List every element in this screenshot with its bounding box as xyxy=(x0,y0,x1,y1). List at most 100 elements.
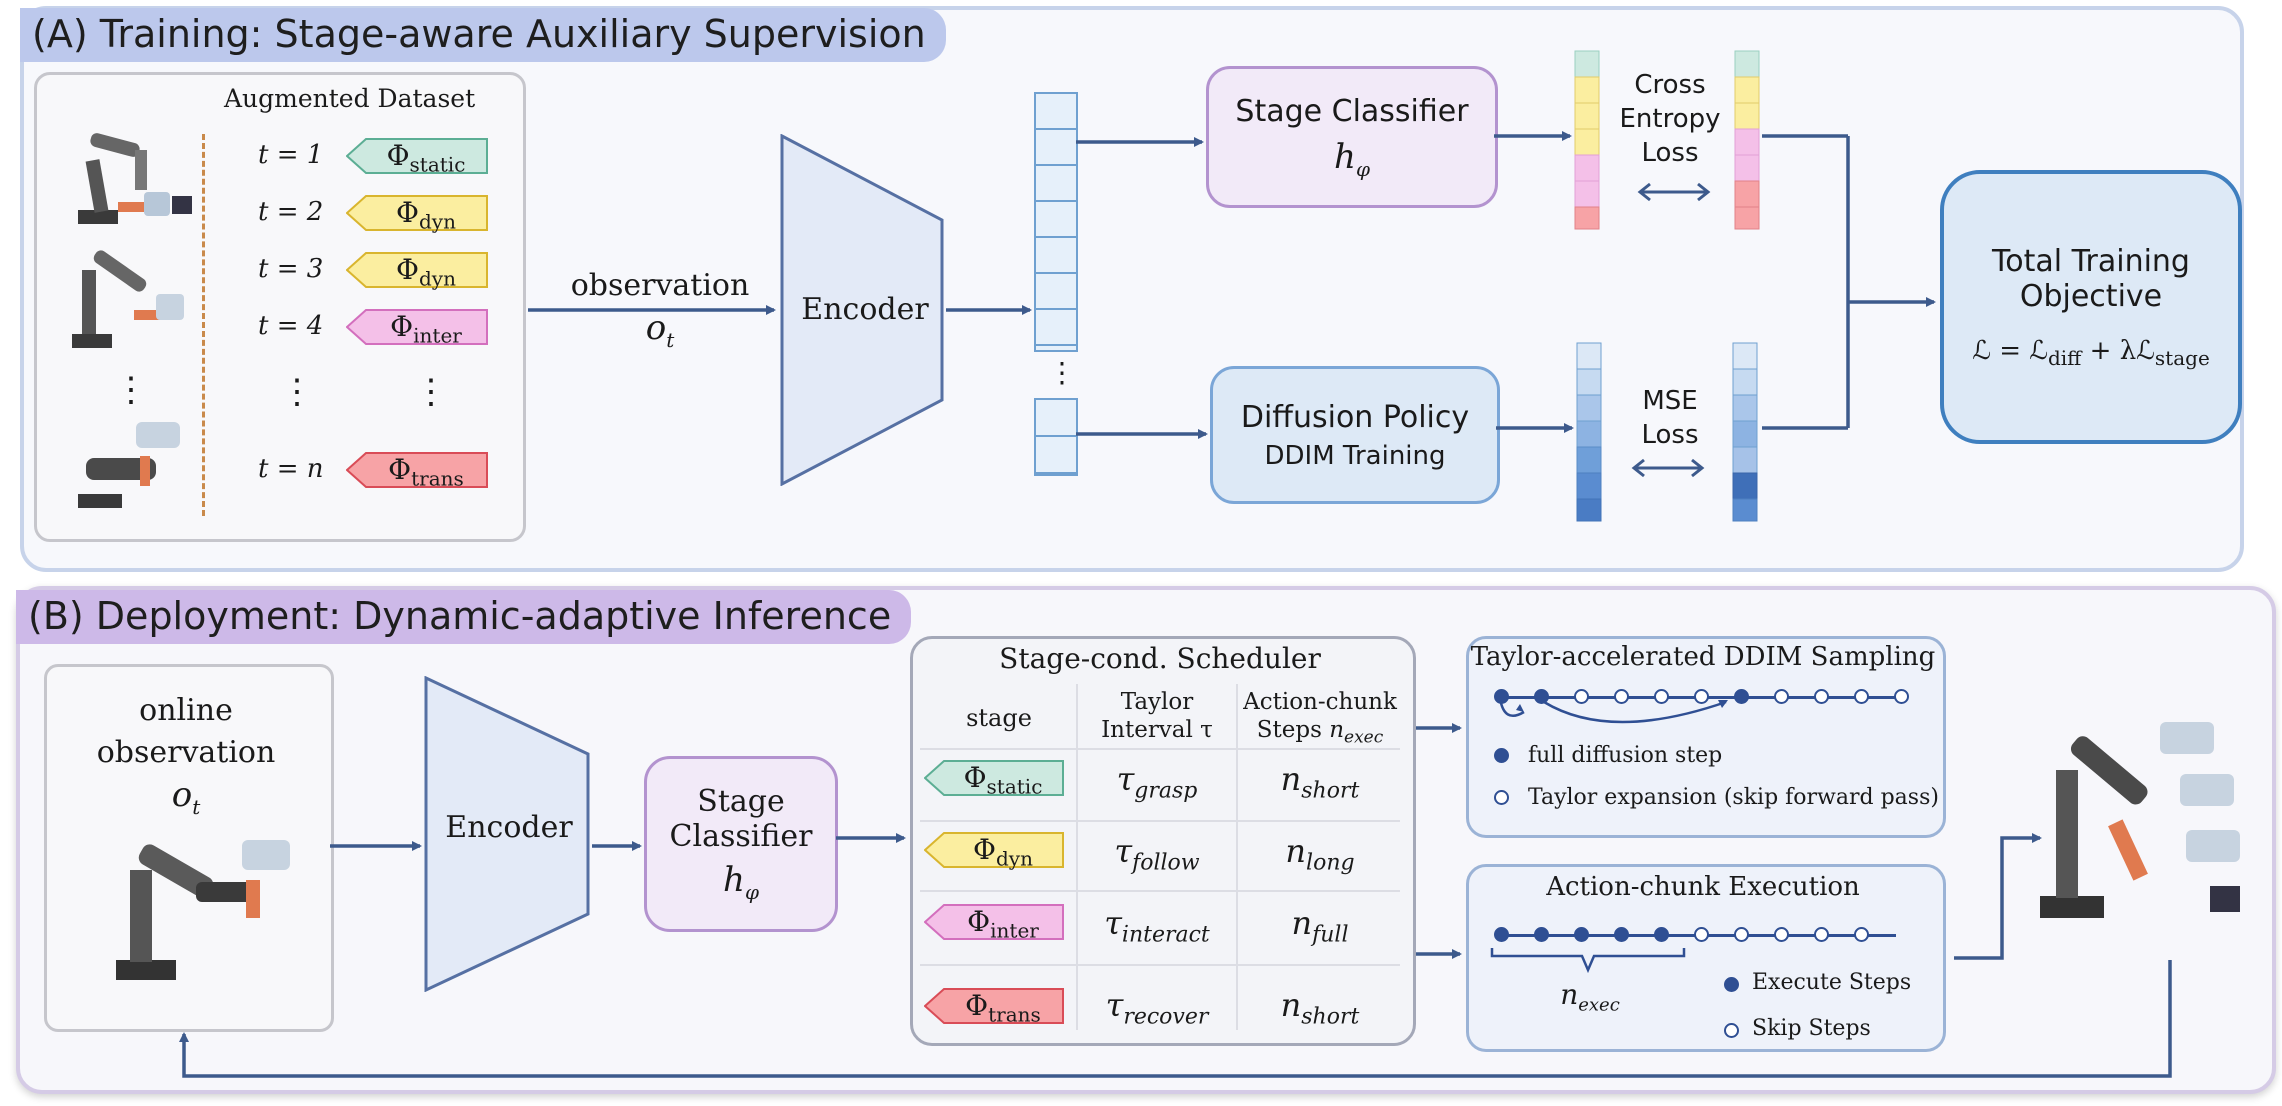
action-header-n: n xyxy=(1329,717,1345,743)
stage-classifier-symbol: hφ xyxy=(723,860,759,904)
online-line: online xyxy=(139,693,233,728)
formula-part: + λℒ xyxy=(2081,335,2155,366)
feature-vector xyxy=(1034,92,1078,352)
stage-tag-symbol: Φ xyxy=(396,253,419,286)
stage-tag-symbol: Φ xyxy=(396,196,419,229)
stage-tag-dyn: Φdyn xyxy=(346,195,488,234)
mse-line: Loss xyxy=(1641,420,1699,450)
scheduler-title: Stage-cond. Scheduler xyxy=(999,642,1321,675)
ce-line: Entropy xyxy=(1619,104,1721,134)
stage-classifier-title: Stage Classifier xyxy=(1235,93,1469,129)
legend-full-dot xyxy=(1494,748,1509,763)
objective-title-line: Total Training xyxy=(1992,243,2190,279)
step-dot-open xyxy=(1774,689,1789,704)
taylor-header-line: Interval τ xyxy=(1101,717,1213,743)
stage-tag-symbol: Φ xyxy=(963,761,987,794)
n-cell: nshort xyxy=(1238,760,1402,803)
tau-cell: τinteract xyxy=(1078,904,1236,947)
observation-sub: t xyxy=(666,327,675,352)
stage-tag-trans: Φtrans xyxy=(346,452,488,491)
scheduler-header-taylor: Taylor Interval τ xyxy=(1078,688,1236,744)
classifier-h: h xyxy=(1334,136,1356,177)
panel-deployment-title: (B) Deployment: Dynamic-adaptive Inferen… xyxy=(16,590,912,644)
taylor-skip-arcs xyxy=(1498,697,1728,724)
feature-ellipsis: ⋮ xyxy=(1048,356,1076,389)
legend-skip-label: Taylor expansion (skip forward pass) xyxy=(1528,785,1939,810)
output-robot-image xyxy=(2040,722,2240,918)
robot-image-1 xyxy=(78,133,192,224)
scheduler-header-stage: stage xyxy=(966,704,1032,732)
classifier-h: h xyxy=(723,860,745,901)
step-dot-open xyxy=(1814,689,1829,704)
classifier-title-line: Stage xyxy=(697,784,785,820)
formula-sub: diff xyxy=(2047,346,2082,371)
stage-tag-dyn: Φdyn xyxy=(924,832,1064,871)
step-dot-open xyxy=(1854,927,1869,942)
legend-full-label: full diffusion step xyxy=(1528,743,1723,768)
stage-tag-symbol: Φ xyxy=(967,905,991,938)
encoder-label: Encoder xyxy=(445,810,573,845)
timestep-ellipsis: ⋮ xyxy=(280,372,314,412)
tau-cell: τgrasp xyxy=(1078,760,1236,803)
timestep-label: t = n xyxy=(258,454,324,484)
stage-tag-sub: inter xyxy=(990,918,1039,943)
stage-tag-dyn: Φdyn xyxy=(346,252,488,291)
stage-classifier-symbol: hφ xyxy=(1334,137,1370,181)
classifier-sub: φ xyxy=(1355,156,1370,181)
exec-brace-label: nexec xyxy=(1500,978,1680,1016)
scheduler-header-action: Action-chunk Steps nexec xyxy=(1238,688,1402,752)
tau-sub: interact xyxy=(1121,922,1210,948)
stage-tag-sub: inter xyxy=(413,323,462,348)
online-observation-label: online observation ot xyxy=(44,690,328,828)
legend-execute-label: Execute Steps xyxy=(1752,970,1912,995)
step-dot-open xyxy=(1694,927,1709,942)
robot-ellipsis: ⋮ xyxy=(114,370,148,410)
ce-line: Loss xyxy=(1641,138,1699,168)
encoder-label: Encoder xyxy=(801,292,929,327)
action-execution-title: Action-chunk Execution xyxy=(1546,872,1860,902)
brace-sub: exec xyxy=(1578,994,1620,1016)
step-dot-open xyxy=(1814,927,1829,942)
tau-symbol: τ xyxy=(1116,760,1135,798)
stage-tag-ellipsis: ⋮ xyxy=(414,372,448,412)
legend-execute-dot xyxy=(1724,977,1739,992)
stage-tag-sub: trans xyxy=(988,1002,1041,1027)
step-dot-filled xyxy=(1574,927,1589,942)
stage-tag-symbol: Φ xyxy=(965,989,989,1022)
stage-tag-static: Φstatic xyxy=(346,138,488,177)
total-objective-box: Total Training Objective ℒ = ℒdiff + λℒs… xyxy=(1940,170,2242,444)
tau-sub: recover xyxy=(1123,1004,1209,1030)
action-header-text: Steps xyxy=(1256,717,1330,743)
action-header-line: Action-chunk xyxy=(1243,689,1397,715)
augmented-dataset-title: Augmented Dataset xyxy=(224,84,476,113)
stage-tag-sub: dyn xyxy=(995,846,1033,871)
diffusion-policy-title: Diffusion Policy xyxy=(1240,399,1470,435)
stage-tag-trans: Φtrans xyxy=(924,988,1064,1027)
robot-image-2 xyxy=(72,250,184,348)
taylor-sampling-title: Taylor-accelerated DDIM Sampling xyxy=(1470,642,1936,672)
observation-symbol: ot xyxy=(560,308,760,352)
cross-entropy-loss-label: Cross Entropy Loss xyxy=(1610,68,1730,170)
step-dot-filled xyxy=(1494,927,1509,942)
diffusion-target-vector xyxy=(1732,342,1758,522)
stage-tag-sub: trans xyxy=(411,466,464,491)
exec-brace xyxy=(1490,948,1686,974)
timestep-label: t = 3 xyxy=(258,254,324,284)
n-symbol: n xyxy=(1280,986,1302,1024)
mse-loss-label: MSE Loss xyxy=(1610,384,1730,452)
stage-classifier-box: Stage Classifier hφ xyxy=(1206,66,1498,208)
stage-tag-symbol: Φ xyxy=(388,453,412,486)
n-cell: nlong xyxy=(1238,832,1402,875)
n-sub: long xyxy=(1306,850,1355,876)
n-symbol: n xyxy=(1285,832,1307,870)
step-dot-open xyxy=(1854,689,1869,704)
n-symbol: n xyxy=(1291,904,1313,942)
step-dot-open xyxy=(1894,689,1909,704)
step-dot-filled xyxy=(1654,927,1669,942)
stage-tag-symbol: Φ xyxy=(386,139,410,172)
action-header-line: Steps nexec xyxy=(1238,716,1402,752)
online-sub: t xyxy=(192,794,201,819)
brace-n: n xyxy=(1560,978,1579,1011)
panel-training-title: (A) Training: Stage-aware Auxiliary Supe… xyxy=(20,8,946,62)
n-sub: full xyxy=(1312,922,1349,948)
